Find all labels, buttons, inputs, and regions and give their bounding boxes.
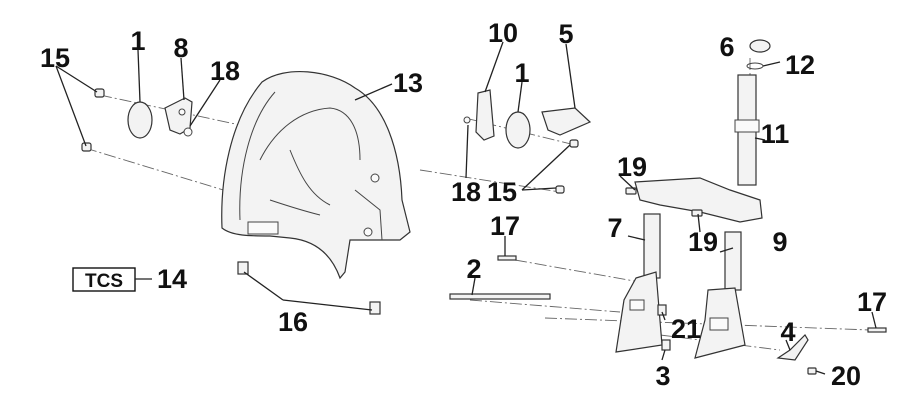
bracket-5 (541, 107, 592, 136)
callout-20: 20 (831, 361, 861, 391)
callout-13: 13 (393, 68, 423, 98)
callout-3: 3 (655, 361, 670, 391)
bolt-19 (625, 187, 703, 217)
callout-1-right: 1 (514, 58, 529, 88)
callout-10: 10 (488, 18, 518, 48)
callout-14: 14 (157, 264, 187, 294)
screw-15-left (81, 88, 105, 152)
callout-17-right: 17 (857, 287, 887, 317)
fork-leg-9 (694, 231, 746, 359)
callout-19-bottom: 19 (688, 227, 718, 257)
fork-leg-7 (615, 213, 663, 353)
triple-clamp (634, 177, 763, 223)
screw-15-right (555, 139, 579, 194)
callout-4: 4 (780, 317, 795, 347)
bracket-8 (164, 97, 193, 137)
steering-stem-11 (734, 74, 760, 186)
leader-lines (55, 41, 877, 375)
tcs-decal-text: TCS (85, 271, 123, 292)
callout-1-left: 1 (130, 26, 145, 56)
spacers-3-21 (657, 304, 671, 351)
front-fender-13 (221, 71, 411, 280)
callout-17-left: 17 (490, 211, 520, 241)
cable-4-screw-20 (776, 334, 817, 375)
axle-2 (449, 293, 551, 300)
reflector-1-left (127, 101, 153, 139)
reflector-1-right (505, 111, 531, 149)
callout-6: 6 (719, 32, 734, 62)
callout-18-right: 18 (451, 177, 481, 207)
bracket-10 (463, 89, 495, 141)
callout-2: 2 (466, 254, 481, 284)
pin-17 (497, 255, 887, 333)
callout-12: 12 (785, 50, 815, 80)
clip-16 (237, 261, 381, 315)
callout-16: 16 (278, 307, 308, 337)
callout-9: 9 (772, 227, 787, 257)
callout-5: 5 (558, 19, 573, 49)
callout-19-top: 19 (617, 152, 647, 182)
callout-15-left: 15 (40, 43, 70, 73)
callout-21: 21 (671, 314, 701, 344)
callout-15-right: 15 (487, 177, 517, 207)
callout-11: 11 (761, 119, 790, 149)
callout-labels: 1 8 18 15 13 10 1 5 6 12 11 19 18 15 17 … (40, 18, 887, 391)
callout-8: 8 (173, 33, 188, 63)
callout-18-left: 18 (210, 56, 240, 86)
callout-7: 7 (607, 213, 622, 243)
